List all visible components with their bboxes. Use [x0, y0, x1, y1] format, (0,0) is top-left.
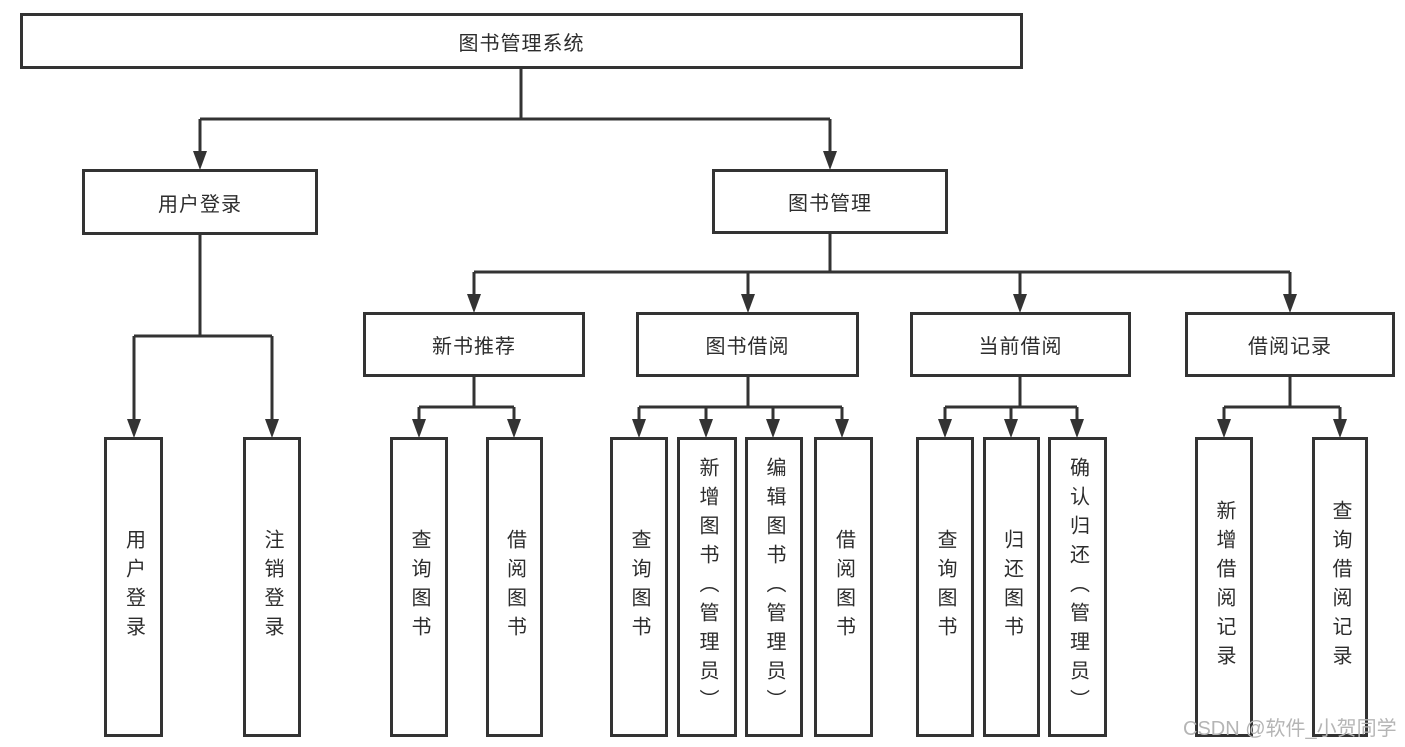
leaf-borrowing-query-books: 查询图书: [610, 437, 668, 737]
node-new-book-recommend: 新书推荐: [363, 312, 585, 377]
leaf-recommend-borrow-books-label: 借阅图书: [503, 529, 526, 645]
leaf-records-add-borrow-record: 新增借阅记录: [1195, 437, 1253, 737]
leaf-recommend-query-books-label: 查询图书: [408, 529, 430, 645]
node-new-book-recommend-label: 新书推荐: [432, 336, 516, 358]
node-current-borrowing-label: 当前借阅: [978, 336, 1063, 358]
leaf-current-return-books-label: 归还图书: [1000, 529, 1023, 645]
leaf-recommend-query-books: 查询图书: [390, 437, 448, 737]
leaf-records-add-borrow-record-label: 新增借阅记录: [1213, 500, 1235, 674]
leaf-borrowing-add-books-admin-label: 新增图书（管理员）: [696, 456, 718, 718]
node-book-borrowing-label: 图书借阅: [705, 336, 790, 358]
leaf-current-query-books-label: 查询图书: [934, 529, 956, 645]
leaf-current-return-books: 归还图书: [983, 437, 1040, 737]
leaf-borrowing-add-books-admin: 新增图书（管理员）: [677, 437, 737, 737]
leaf-borrowing-borrow-books-label: 借阅图书: [832, 529, 855, 645]
arrowheads: [127, 151, 1347, 438]
leaf-logout-label: 注销登录: [261, 529, 283, 645]
leaf-records-query-borrow-record-label: 查询借阅记录: [1329, 500, 1351, 674]
leaf-user-login-label: 用户登录: [122, 529, 145, 645]
leaf-borrowing-borrow-books: 借阅图书: [814, 437, 873, 737]
node-root: 图书管理系统: [20, 13, 1023, 69]
node-borrow-records-label: 借阅记录: [1248, 336, 1332, 358]
node-book-management: 图书管理: [712, 169, 948, 234]
leaf-user-login: 用户登录: [104, 437, 163, 737]
leaf-borrowing-edit-books-admin: 编辑图书（管理员）: [745, 437, 803, 737]
leaf-current-confirm-return-admin-label: 确认归还（管理员）: [1066, 456, 1089, 718]
node-borrow-records: 借阅记录: [1185, 312, 1395, 377]
leaf-current-query-books: 查询图书: [916, 437, 974, 737]
node-book-management-label: 图书管理: [788, 193, 872, 215]
node-book-borrowing: 图书借阅: [636, 312, 859, 377]
node-root-label: 图书管理系统: [458, 32, 585, 55]
leaf-current-confirm-return-admin: 确认归还（管理员）: [1048, 437, 1107, 737]
node-user-login: 用户登录: [82, 169, 318, 235]
leaf-logout: 注销登录: [243, 437, 301, 737]
leaf-recommend-borrow-books: 借阅图书: [486, 437, 543, 737]
node-user-login-label: 用户登录: [158, 193, 242, 216]
leaf-records-query-borrow-record: 查询借阅记录: [1312, 437, 1368, 737]
leaf-borrowing-edit-books-admin-label: 编辑图书（管理员）: [763, 456, 785, 718]
csdn-watermark: CSDN @软件_小贺同学: [1183, 718, 1397, 740]
leaf-borrowing-query-books-label: 查询图书: [628, 529, 650, 645]
node-current-borrowing: 当前借阅: [910, 312, 1131, 377]
